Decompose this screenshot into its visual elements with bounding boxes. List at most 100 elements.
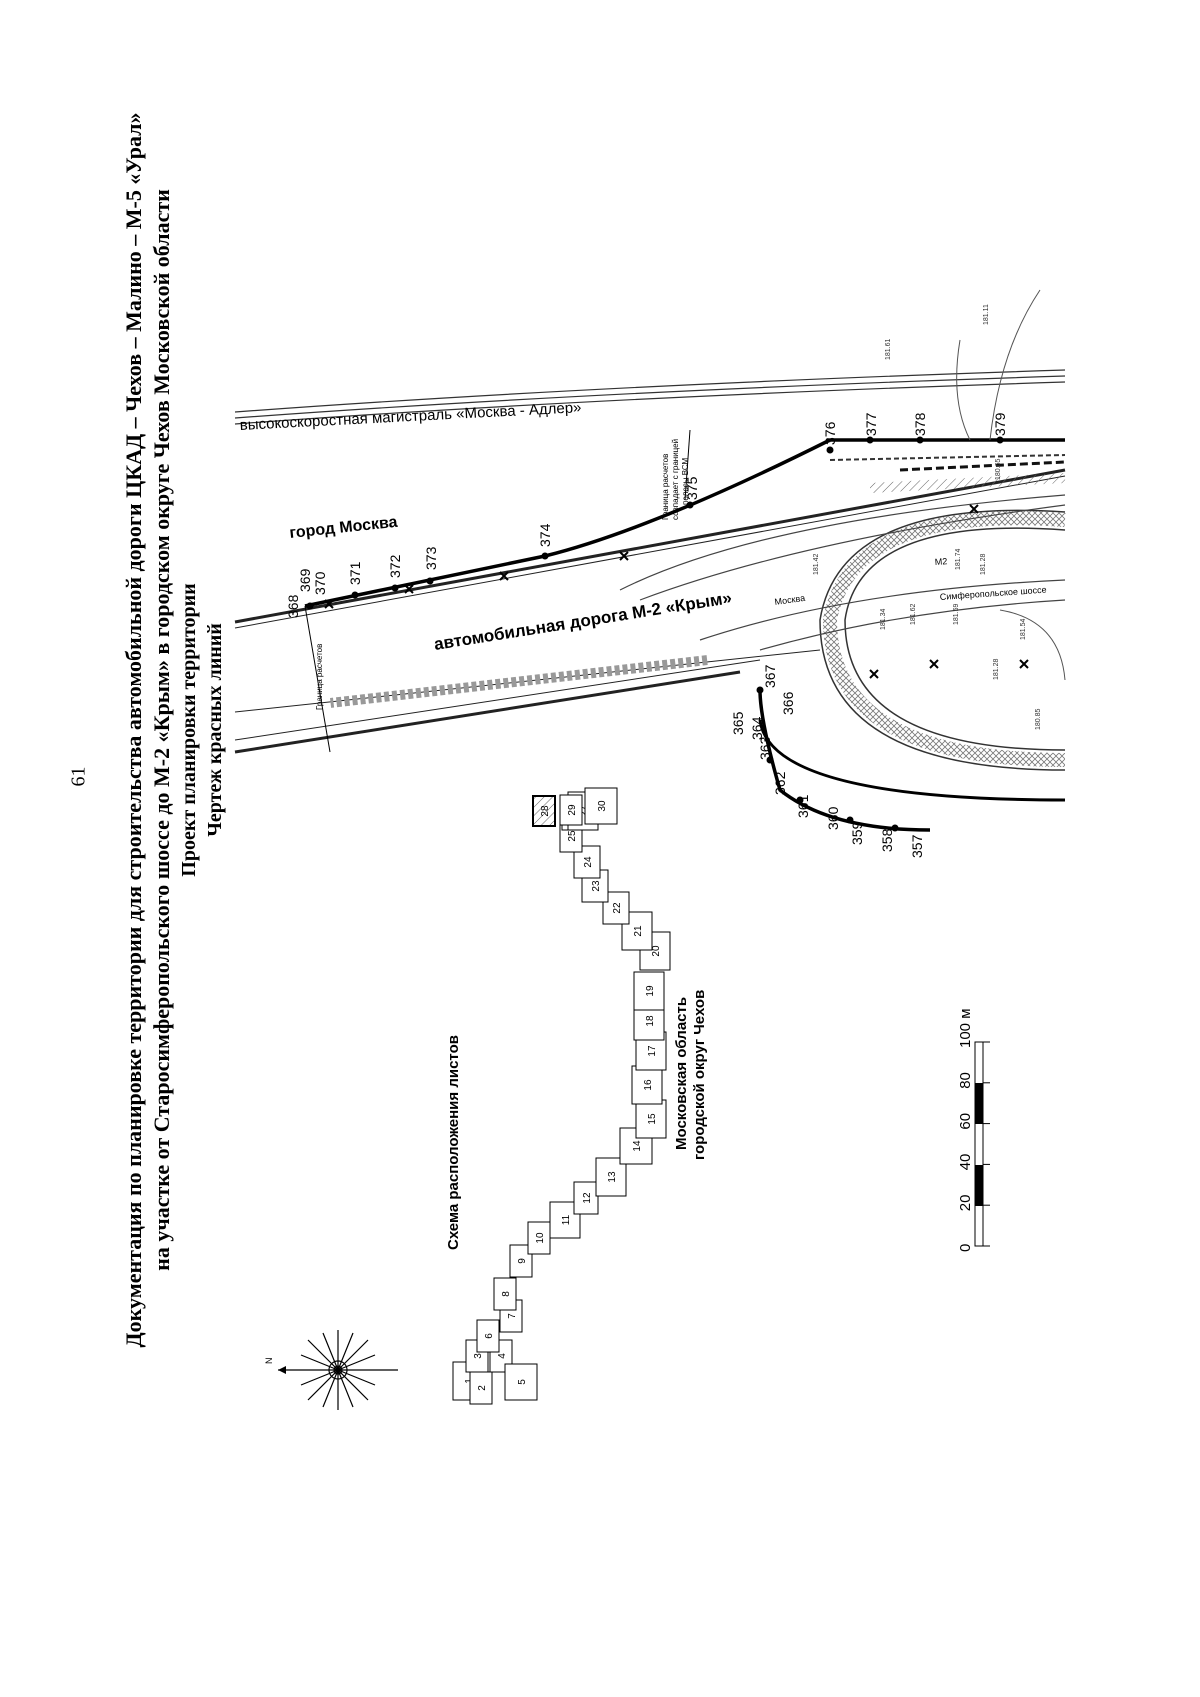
elevation-2: 180.85 (1035, 708, 1042, 730)
sheet-tile-label-12: 12 (582, 1192, 593, 1204)
point-label-367: 367 (762, 664, 778, 688)
point-label-362: 362 (772, 771, 788, 795)
sheet-tile-label-30: 30 (597, 800, 608, 812)
point-label-358: 358 (879, 828, 895, 852)
scale-tick-label: 100 м (957, 1008, 974, 1048)
sheet-tile-29 (559, 794, 583, 826)
elevation-8: 181.28 (980, 553, 987, 575)
elevation-7: 181.74 (955, 548, 962, 570)
elevation-9: 181.54 (1020, 618, 1027, 640)
direction-moscow: Москва (774, 593, 806, 607)
sheet-tile-label-14: 14 (632, 1140, 643, 1152)
point-label-377: 377 (863, 412, 879, 436)
point-label-378: 378 (912, 412, 928, 436)
point-label-370: 370 (312, 571, 328, 595)
calc-boundary-right-3: полосы ВСМ (681, 457, 690, 505)
scale-bar: 0 20 40 60 80 100 м (957, 1008, 990, 1252)
point-label-371: 371 (347, 561, 363, 585)
elevation-11: 181.61 (885, 338, 892, 360)
sheet-tile-8 (493, 1277, 517, 1311)
region-line-1: Московская область (673, 997, 690, 1150)
point-label-359: 359 (849, 821, 865, 845)
barrier-strip (330, 654, 709, 708)
sheet-tile-label-24: 24 (583, 856, 594, 868)
calc-boundary-line-right (684, 429, 691, 501)
red-line-points (306, 436, 1004, 832)
elevation-6: 181.42 (813, 553, 820, 575)
calc-boundary-right-1: Граница расчетов (661, 454, 670, 520)
sheet-tile-12 (573, 1181, 599, 1215)
sheet-tile-9 (509, 1244, 533, 1278)
point-label-361: 361 (795, 794, 811, 818)
point-label-364: 364 (749, 716, 765, 740)
sheet-scheme-title: Схема расположения листов (445, 1035, 462, 1250)
scale-tick-label: 40 (957, 1154, 974, 1171)
elevation-5: 181.34 (880, 608, 887, 630)
compass-north-label: N (264, 1358, 274, 1365)
sheet-tile-label-15: 15 (647, 1113, 658, 1125)
scale-tick-label: 0 (957, 1244, 974, 1252)
city-label: город Москва (289, 514, 399, 542)
scale-tick-label: 80 (957, 1072, 974, 1089)
sheet-tile-label-9: 9 (517, 1258, 528, 1264)
map-area (234, 289, 1066, 832)
compass-rose-icon: N (264, 1330, 398, 1410)
sheet-tile-label-29: 29 (567, 804, 578, 816)
point-label-375: 375 (684, 476, 700, 500)
sheet-tile-label-3: 3 (473, 1353, 484, 1359)
elevation-4: 181.59 (953, 603, 960, 625)
sheet-tile-label-2: 2 (477, 1385, 488, 1391)
region-line-2: городской округ Чехов (691, 990, 708, 1160)
sheet-tile-label-4: 4 (497, 1353, 508, 1359)
scale-tick-label: 20 (957, 1195, 974, 1212)
calc-boundary-right-2: совпадает с границей (671, 439, 680, 520)
sheet-tile-label-5: 5 (517, 1379, 528, 1385)
sheet-tile-label-10: 10 (535, 1232, 546, 1244)
elevation-10: 180.65 (995, 458, 1002, 480)
red-line-upper (304, 438, 1065, 608)
sheet-tile-label-18: 18 (645, 1015, 656, 1027)
point-label-360: 360 (825, 806, 841, 830)
sheet-tile-28 (532, 795, 556, 827)
sheet-tile-19 (633, 971, 665, 1011)
point-label-379: 379 (992, 412, 1008, 436)
rail-line (234, 369, 1066, 425)
sheet-tile-label-6: 6 (484, 1333, 495, 1339)
point-label-368: 368 (285, 594, 301, 618)
point-label-376: 376 (822, 421, 838, 445)
point-label-374: 374 (537, 523, 553, 547)
sheet-tile-label-28: 28 (540, 805, 551, 817)
sheet-tile-6 (476, 1319, 500, 1353)
sheet-tile-30 (584, 787, 618, 825)
sheet-tile-label-20: 20 (651, 945, 662, 957)
rail-label: высокоскоростная магистраль «Москва - Ад… (239, 399, 582, 434)
sheet-tile-label-21: 21 (633, 925, 644, 937)
cross-markers (324, 504, 1029, 679)
sheet-tile-5 (504, 1363, 538, 1401)
sheet-tiles: 1234567891011121314151617181920212223242… (452, 787, 671, 1405)
sheet-tile-label-22: 22 (612, 902, 623, 914)
sheet-tile-label-7: 7 (507, 1313, 518, 1319)
point-label-366: 366 (780, 691, 796, 715)
sheet-tile-label-11: 11 (561, 1214, 572, 1225)
sheet-tile-label-13: 13 (607, 1171, 618, 1183)
sheet-tile-label-16: 16 (643, 1079, 654, 1091)
sheet-tile-label-23: 23 (591, 880, 602, 892)
road-label: автомобильная дорога М-2 «Крым» (433, 588, 733, 654)
scale-tick-label: 60 (957, 1113, 974, 1130)
sheet-tile-16 (631, 1065, 663, 1105)
scale-ticks: 0 20 40 60 80 100 м (957, 1008, 990, 1252)
elevation-1: 181.11 (983, 304, 990, 325)
terrain-lines (956, 289, 1066, 681)
point-label-372: 372 (387, 554, 403, 578)
point-label-363: 363 (757, 736, 773, 760)
sheet-tile-label-19: 19 (645, 985, 656, 997)
sheet-tile-label-8: 8 (501, 1291, 512, 1297)
point-label-373: 373 (423, 546, 439, 570)
sheet-scheme: Схема расположения листов Московская обл… (445, 787, 708, 1405)
sheet-tile-label-17: 17 (647, 1045, 658, 1057)
elevation-12: 181.28 (993, 658, 1000, 680)
interchange-loop (758, 509, 1066, 802)
sheet-tile-label-25: 25 (567, 830, 578, 842)
